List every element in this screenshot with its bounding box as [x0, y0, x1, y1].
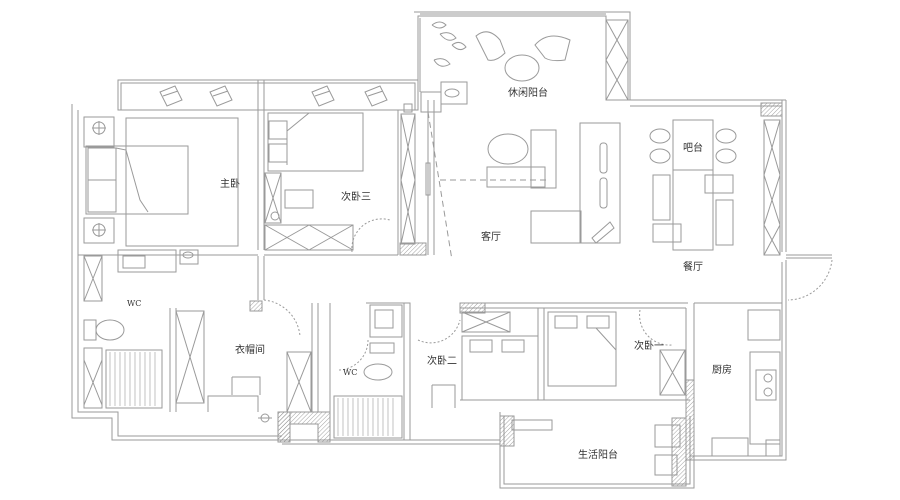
label-master-wc: WC — [127, 299, 141, 308]
bedroom-three-furniture — [264, 103, 416, 253]
label-kitchen: 厨房 — [712, 363, 732, 376]
label-bedroom-two: 次卧二 — [427, 354, 457, 367]
label-second-wc: WC — [343, 368, 357, 377]
label-leisure-balcony: 休闲阳台 — [508, 86, 548, 99]
interior-walls — [78, 100, 782, 460]
bedroom-one-furniture — [547, 309, 686, 396]
second-wc-furniture — [286, 304, 403, 439]
leisure-balcony-furniture — [420, 19, 629, 113]
dining-room-furniture — [649, 119, 833, 301]
living-room-furniture — [425, 111, 621, 261]
label-utility-balcony: 生活阳台 — [578, 448, 618, 461]
structural-columns — [249, 102, 783, 487]
room-labels: 休闲阳台 主卧 次卧三 客厅 吧台 餐厅 WC 衣帽间 WC 次卧二 次卧一 厨… — [127, 86, 732, 461]
label-bar-counter: 吧台 — [683, 141, 703, 154]
label-living-room: 客厅 — [481, 230, 501, 243]
kitchen-furniture — [711, 309, 781, 457]
bedroom-two-furniture — [417, 311, 539, 408]
label-master-bedroom: 主卧 — [220, 177, 240, 190]
label-bedroom-three: 次卧三 — [341, 190, 371, 203]
master-bedroom-furniture — [83, 85, 388, 423]
label-bedroom-one: 次卧一 — [634, 339, 664, 352]
label-walk-in-closet: 衣帽间 — [235, 343, 265, 356]
label-dining-room: 餐厅 — [683, 260, 703, 273]
utility-balcony-furniture — [511, 419, 681, 476]
